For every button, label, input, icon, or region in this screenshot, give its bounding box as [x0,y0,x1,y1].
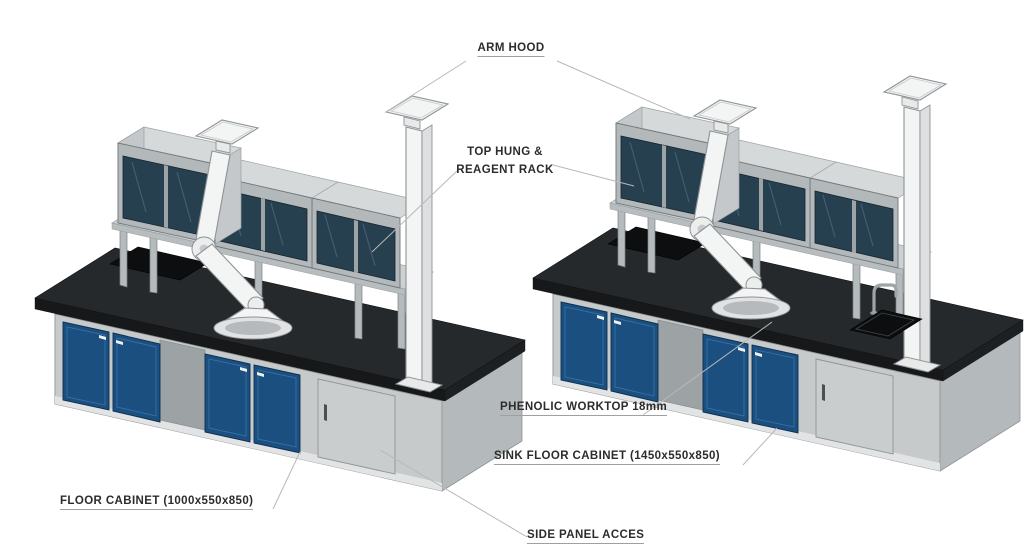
leader-sink-cabinet [742,427,778,466]
label-arm-hood: ARM HOOD [477,42,545,57]
label-phenolic-worktop: PHENOLIC WORKTOP 18mm [500,401,668,416]
label-sink-floor-cabinet: SINK FLOOR CABINET (1450x550x850) [494,450,721,465]
label-floor-cabinet: FLOOR CABINET (1000x550x850) [60,495,254,510]
leader-top-hung-right [552,164,635,187]
label-top-hung-line1: TOP HUNG & [467,146,543,158]
label-top-hung-line2: REAGENT RACK [456,163,554,176]
label-top-hung-reagent-rack: TOP HUNG & REAGENT RACK [456,144,553,182]
leader-arm-hood-right [556,60,691,120]
leader-phenolic [642,321,773,416]
label-side-panel-access: SIDE PANEL ACCES [527,529,645,544]
leader-floor-cabinet [272,451,301,510]
leader-arm-hood-left [385,60,467,113]
faucet [872,283,898,314]
leader-lines [272,60,778,538]
leader-top-hung-left [371,169,459,253]
sink-and-faucet [849,283,923,340]
left-lab-bench [34,95,526,492]
leader-side-panel [379,449,528,538]
